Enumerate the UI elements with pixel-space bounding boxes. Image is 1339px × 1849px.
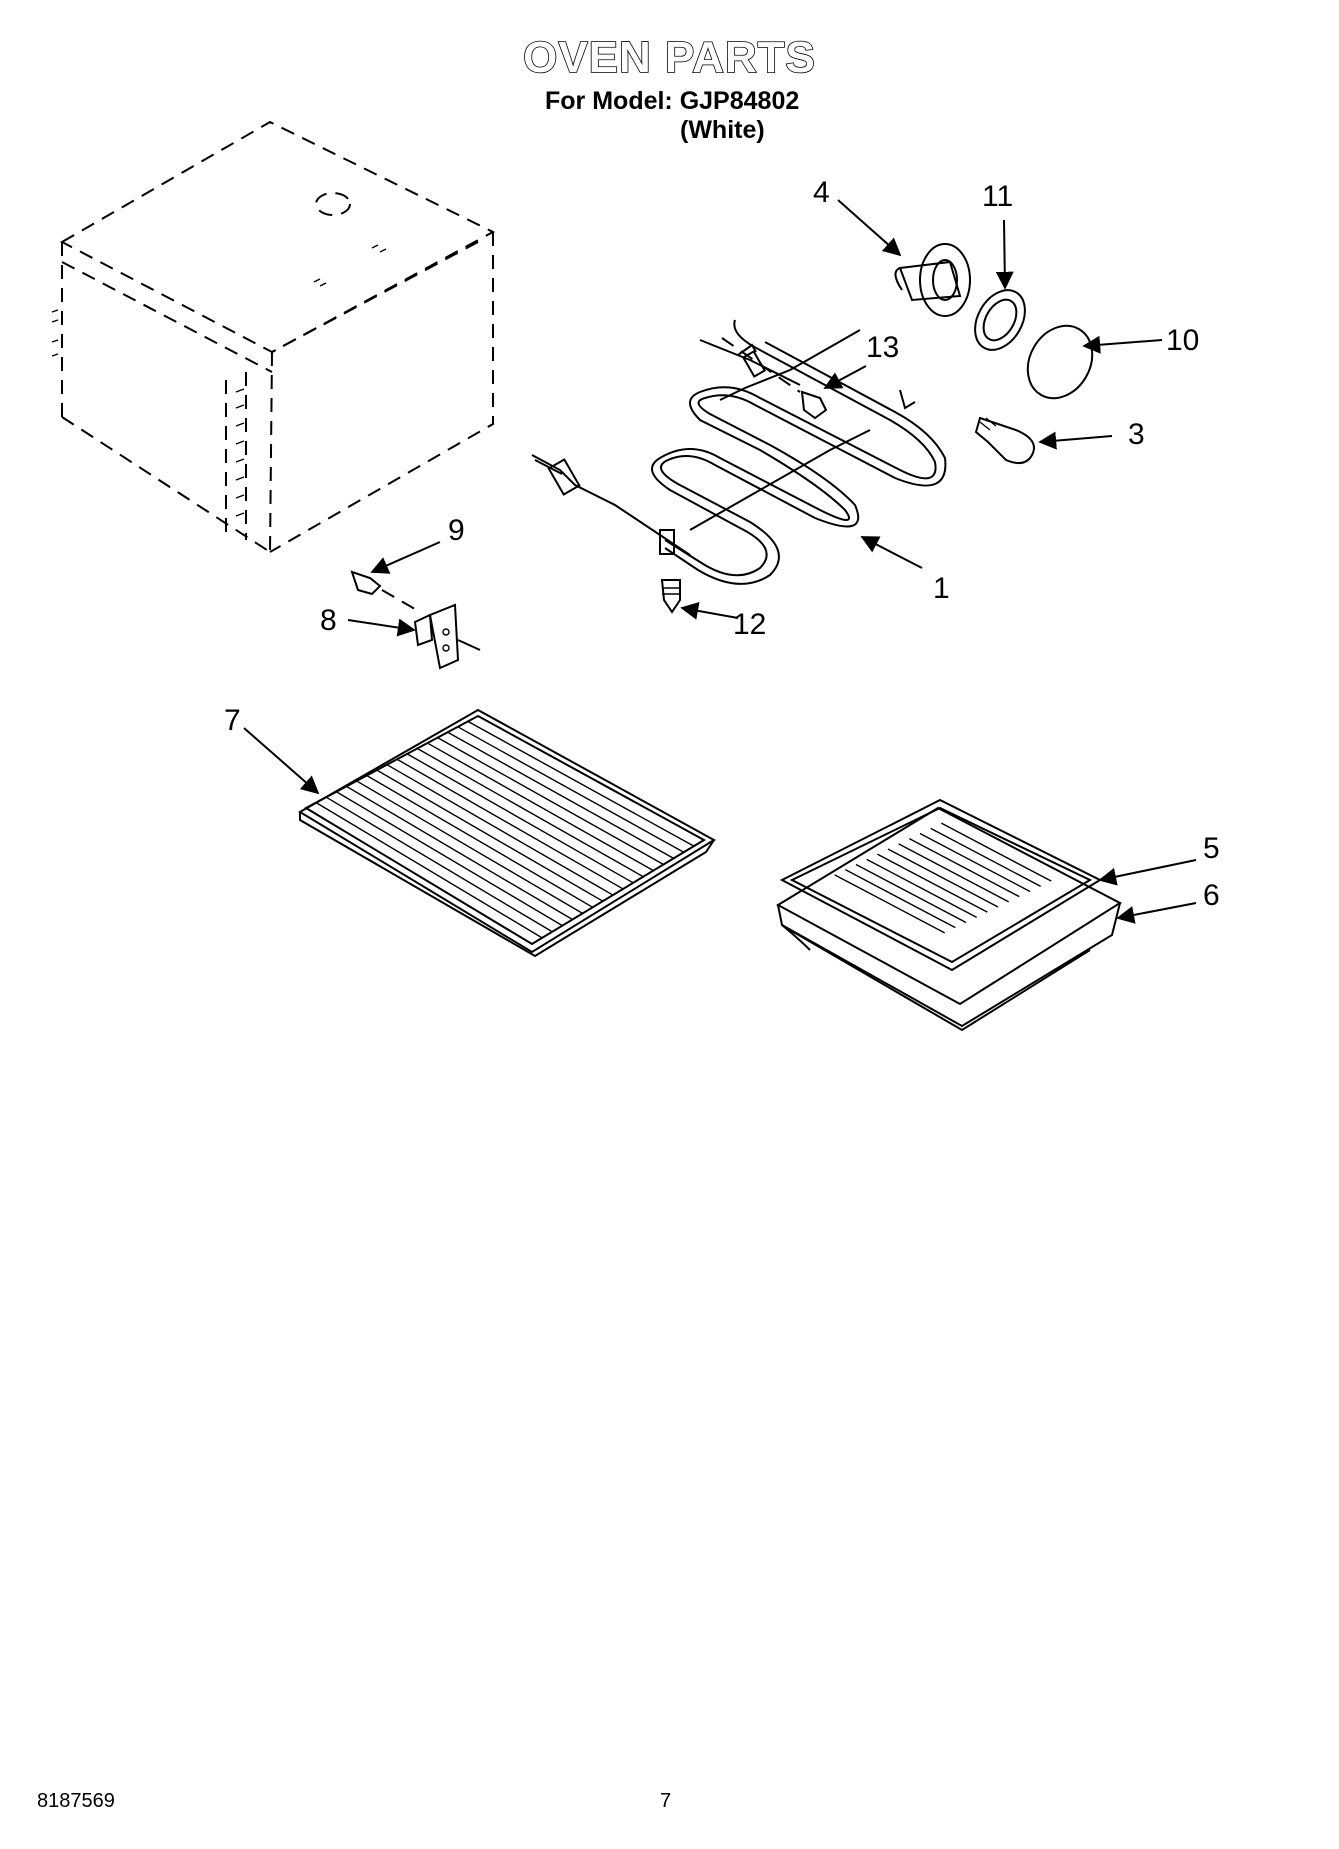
callout-6: 6 <box>1203 879 1220 912</box>
rack-wire <box>416 747 644 878</box>
grid-slot <box>941 822 1052 882</box>
gasket <box>974 289 1026 351</box>
rack-wire <box>427 742 654 872</box>
light-lens <box>1026 324 1094 400</box>
grid-slot <box>845 869 956 929</box>
screw-9 <box>350 570 421 613</box>
light-socket <box>894 243 971 317</box>
document-number: 8187569 <box>37 1790 115 1812</box>
callout-4: 4 <box>813 176 830 209</box>
grid-slot <box>919 832 1031 893</box>
page-title: OVEN PARTS <box>522 33 816 83</box>
callout-8: 8 <box>320 604 337 637</box>
light-bulb <box>974 416 1035 465</box>
grid-slot <box>909 838 1020 898</box>
rack-wire <box>467 720 695 847</box>
rack-wire <box>335 791 563 927</box>
callout-9: 9 <box>448 514 465 547</box>
rack-wire <box>356 780 583 915</box>
rack-wire <box>437 737 664 866</box>
oven-cavity-outline <box>51 120 496 553</box>
rack-wire <box>447 731 674 859</box>
grid-slot <box>887 848 999 908</box>
leader-arrows <box>243 199 1197 924</box>
page-number: 7 <box>660 1790 672 1812</box>
rack-wire <box>366 774 594 908</box>
callout-1: 1 <box>933 572 950 605</box>
grid-slot <box>855 863 967 924</box>
callout-11: 11 <box>982 180 1013 213</box>
screw-13 <box>721 337 828 420</box>
oven-rack <box>298 708 716 958</box>
broiler-pan <box>775 806 1123 1032</box>
screw-12 <box>660 579 681 614</box>
rack-wire <box>346 785 573 921</box>
bracket <box>413 603 481 670</box>
rack-wire <box>315 801 543 939</box>
callout-13: 13 <box>866 331 899 364</box>
callout-12: 12 <box>733 608 766 641</box>
broiler-grid <box>779 798 1103 972</box>
callout-5: 5 <box>1203 832 1220 865</box>
callout-3: 3 <box>1128 418 1145 451</box>
grid-slot <box>834 874 945 934</box>
rack-wire <box>386 764 614 896</box>
rack-wire <box>406 753 634 884</box>
rack-wire <box>376 769 604 902</box>
model-line: For Model: GJP84802 <box>545 87 800 115</box>
callout-7: 7 <box>224 704 241 737</box>
bake-element <box>531 319 947 585</box>
grid-slot <box>866 858 977 918</box>
color-line: (White) <box>680 116 765 144</box>
grid-slot <box>898 843 1009 903</box>
callout-10: 10 <box>1166 324 1199 357</box>
grid-slot <box>877 853 988 913</box>
rack-wire <box>457 726 685 853</box>
rack-wire <box>396 758 624 890</box>
rack-wire <box>325 796 553 933</box>
grid-slot <box>930 827 1041 887</box>
